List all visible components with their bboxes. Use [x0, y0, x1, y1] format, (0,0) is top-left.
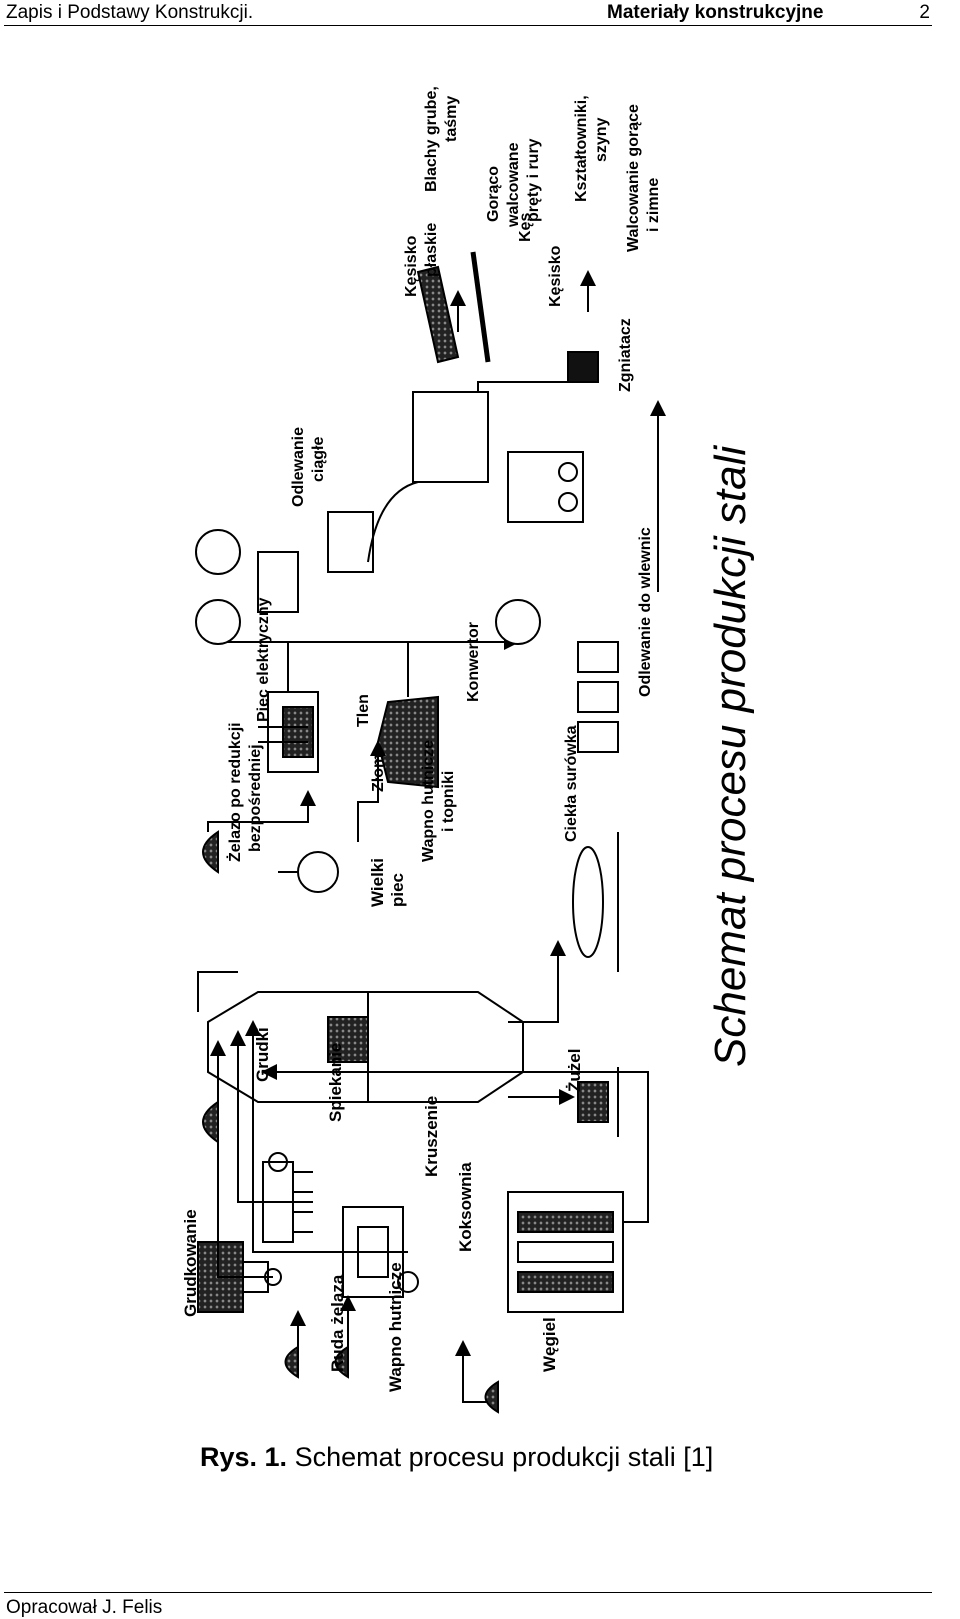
koksownia-icon [507, 1191, 624, 1313]
grudki-pile-icon [202, 1100, 219, 1144]
header-course-title: Zapis i Podstawy Konstrukcji. [6, 2, 254, 23]
label-zelazo-1: Żelazo po redukcji [226, 722, 244, 862]
label-kesisko-pl-1: Kęsisko [403, 235, 420, 297]
label-wielki-piec-2: piec [388, 873, 407, 907]
label-grudki: Grudki [253, 1027, 272, 1082]
label-kruszenie: Kruszenie [422, 1096, 441, 1177]
page-footer: Opracował J. Felis [4, 1592, 932, 1618]
zlom-magnet-icon [278, 851, 339, 893]
caption-text: Schemat procesu produkcji stali [1] [294, 1442, 714, 1472]
diagram-title: Schemat procesu produkcji stali [706, 445, 755, 1067]
zuzel-ladle-icon [577, 1067, 619, 1137]
page-header: Zapis i Podstawy Konstrukcji. Materiały … [4, 0, 932, 26]
footer-author: Opracował J. Felis [6, 1597, 163, 1618]
label-wegiel: Węgiel [540, 1317, 559, 1372]
label-odlewanie-wl: Odlewanie do wlewnic [637, 527, 654, 697]
label-odlewanie-c1: Odlewanie [290, 427, 307, 507]
label-zelazo-2: bezpośredniej [247, 744, 264, 852]
label-kesisko: Kęsisko [547, 245, 564, 307]
caption-label: Rys. 1. [200, 1442, 288, 1472]
label-wapno2-1: Wapno hutnicze [420, 740, 437, 862]
spiekanie-machine-icon [262, 1152, 313, 1243]
piec-elektryczny-icon [258, 691, 319, 773]
label-goraco-3: pręty i rury [525, 138, 542, 222]
products-icon [416, 251, 599, 383]
label-grudkowanie: Grudkowanie [181, 1209, 200, 1317]
label-wapno1: Wapno hutnicze [386, 1262, 405, 1392]
figure-caption: Rys. 1. Schemat procesu produkcji stali … [200, 1442, 713, 1473]
diagram-labels: Grudkowanie Ruda żelaza Wapno hutnicze G… [181, 86, 662, 1392]
label-wielki-piec-1: Wielki [368, 858, 387, 907]
label-piec-el: Piec elektryczny [255, 597, 272, 722]
odlewanie-ciagle-icon [257, 481, 419, 613]
label-walc-1: Walcowanie gorące [625, 104, 642, 252]
zgniatacz-icon [412, 391, 584, 523]
label-walc-2: i zimne [645, 178, 662, 232]
label-ruda: Ruda żelaza [328, 1274, 347, 1372]
label-kszt-2: szyny [593, 117, 610, 162]
label-goraco-2: walcowane [505, 142, 522, 228]
label-tlen: Tlen [355, 694, 372, 727]
label-spiekanie: Spiekanie [326, 1043, 345, 1122]
odlewanie-wlewnic-icon [577, 641, 619, 753]
steel-process-diagram: Grudkowanie Ruda żelaza Wapno hutnicze G… [181, 86, 755, 1414]
label-blachy-2: taśmy [443, 96, 460, 142]
ladle-icon [195, 529, 541, 645]
label-zuzel: Żużel [565, 1049, 584, 1092]
ciekla-surowka-icon [572, 832, 619, 972]
label-zgniatacz: Zgniatacz [617, 318, 634, 392]
label-zlom: Złom [370, 754, 387, 792]
label-ciekla: Ciekła surówka [563, 725, 580, 842]
label-koksownia: Koksownia [456, 1162, 475, 1252]
ruda-pile-icon [284, 1345, 299, 1379]
label-kesisko-pl-2: płaskie [423, 223, 440, 277]
label-blachy-1: Blachy grube, [423, 86, 440, 192]
label-kes: Kęs [517, 213, 534, 242]
label-kszt-1: Kształtowniki, [573, 95, 590, 202]
label-konwertor: Konwertor [465, 622, 482, 702]
wielki-piec-icon [197, 971, 524, 1103]
label-wapno2-2: i topniki [440, 771, 457, 832]
steel-process-figure: Grudkowanie Ruda żelaza Wapno hutnicze G… [178, 82, 778, 1442]
label-odlewanie-c2: ciągłe [310, 437, 327, 482]
header-section-title: Materiały konstrukcyjne [607, 2, 824, 23]
wegiel-pile-icon [484, 1380, 499, 1414]
zelazo-pile-icon [202, 830, 219, 874]
label-goraco-1: Gorąco [485, 166, 502, 222]
header-page-number: 2 [919, 2, 930, 23]
